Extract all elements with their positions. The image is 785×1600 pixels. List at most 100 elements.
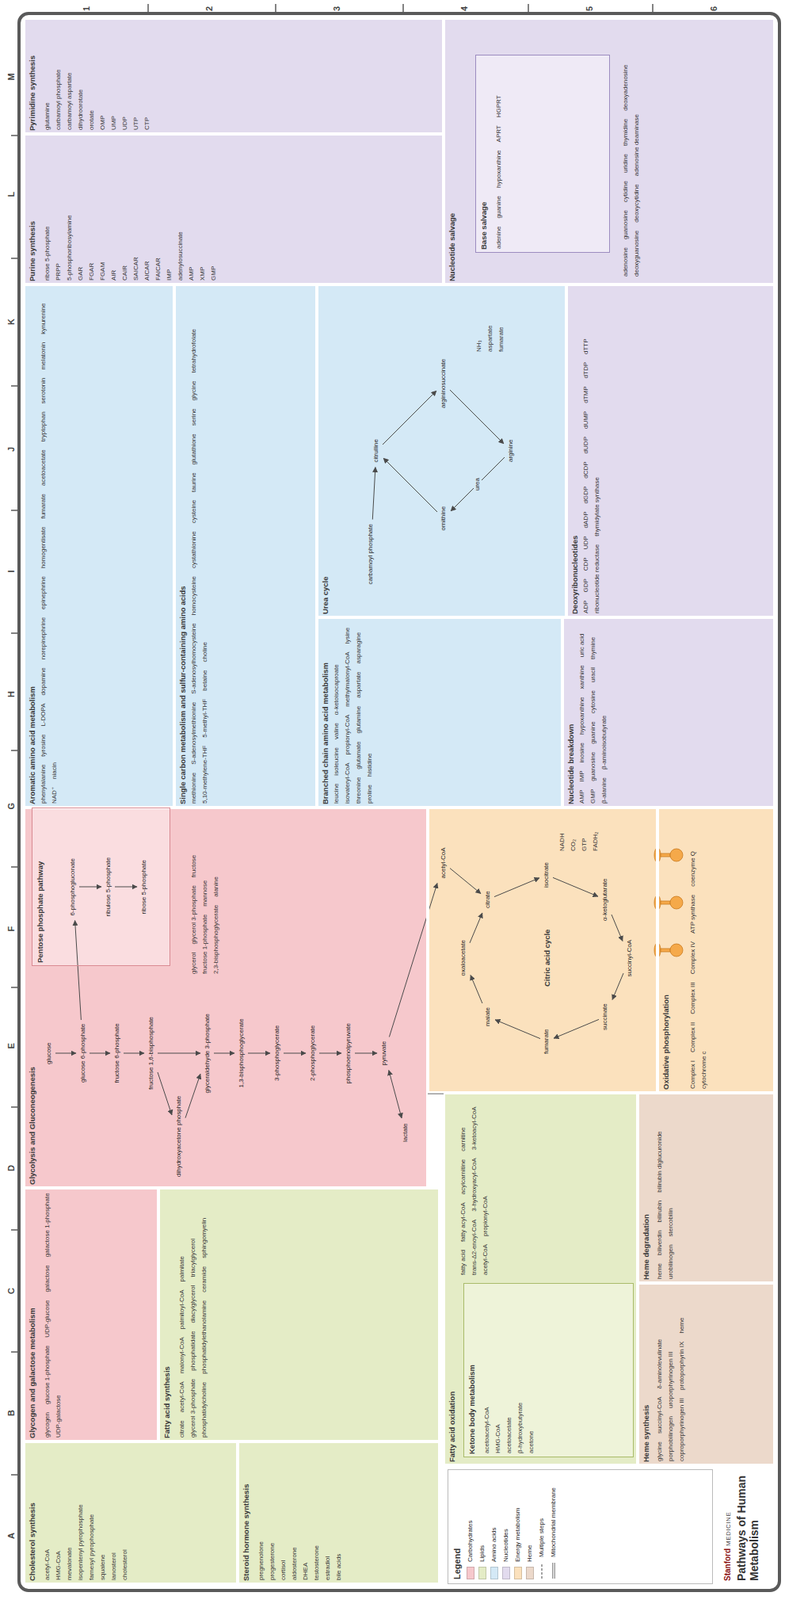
grid-reference: 1 [81,6,92,12]
metabolite-label: homocysteine [190,575,199,615]
grid-reference: M [6,72,16,81]
panel-fill [23,1440,238,1584]
metabolite-label: HGPRT [495,95,504,118]
grid-reference: 5 [584,6,595,12]
label-group: glycogenglucose 1-phosphateUDP-glucosega… [43,1191,155,1437]
metabolite-label: 5-phosphoribosylamine [65,214,74,281]
metabolite-label: testosterone [312,1544,321,1580]
metabolite-node: ribose 5-phosphate [139,857,149,917]
metabolite-node: 2-phosphoglycerate [308,1022,318,1083]
metabolite-label: thymine [589,636,598,660]
metabolite-label: AMP [578,789,587,804]
legend-text: Energy metabolism [514,1507,523,1562]
metabolite-name: malate [483,1006,492,1026]
metabolite-node: succinyl-CoA [624,937,635,980]
metabolite-label: CAIR [121,265,130,281]
metabolite-label: adenosine [621,247,630,277]
legend-text: Nucleotides [502,1528,511,1562]
metabolite-name: oxaloacetate [459,939,468,976]
legend-swatch [514,1566,523,1579]
pathway-panel: Purine synthesis [23,133,444,285]
metabolite-label: FGAM [99,262,107,281]
reaction-arrow [382,390,437,445]
metabolite-node: fumarate [541,1025,552,1056]
metabolite-node: pyruvate [379,1038,389,1068]
metabolite-label: thymidylate synthase [593,476,602,537]
legend-row: Nucleotides [502,1473,511,1579]
metabolite-label: ATP synthase [689,894,698,934]
panel-fills [23,18,775,1584]
metabolite-label: β-hydroxybutyrate [516,1402,525,1453]
metabolite-label: homogentisate [39,526,48,568]
membrane-outer [427,807,775,1093]
metabolite-label: propionyl-CoA [481,1195,490,1236]
reaction-arrow [123,1052,145,1054]
grid-reference: C [6,1287,16,1294]
label-group: acetoacetyl-CoAHMG-CoAacetoacetateβ-hydr… [483,1286,630,1453]
metabolite-label: GTP [580,838,589,851]
metabolite-name: ornithine [439,506,448,531]
legend-swatch [525,1566,534,1579]
metabolite-node: ornithine [438,503,449,534]
reaction-arrow [611,914,623,941]
legend-text: Heme [525,1544,534,1562]
metabolite-label: heme [655,1262,664,1279]
legend-text: Carbohydrates [466,1520,475,1562]
metabolite-node: fructose 6-phosphate [112,1020,122,1085]
reaction-arrow [494,877,540,897]
metabolite-label: GDP [582,578,591,592]
metabolite-label: valine [332,722,341,740]
metabolite-label: uridine [621,153,630,173]
reaction-arrow [450,457,505,511]
atp-synthase-f0 [654,942,661,957]
metabolite-label: xanthine [578,664,587,689]
grid-tick [11,257,18,260]
metabolite-label: tryptophan [39,411,48,442]
metabolite-label: L-DOPA [39,702,48,726]
grid-tick [11,134,18,137]
metabolite-label: inosine [578,742,587,763]
grid-tick [11,509,18,511]
label-group: ribose 5-phosphatePRPP5-phosphoribosylam… [43,137,440,281]
metabolite-label: aspartate [486,325,495,352]
metabolite-label: serine [190,407,199,426]
reaction-arrow [552,876,599,896]
metabolite-name: acetyl-CoA [439,846,448,878]
metabolite-label: acetyl-CoA [178,1380,187,1412]
metabolite-label: Complex I [689,1059,698,1089]
legend-text: Multiple steps [537,1517,546,1557]
metabolite-name: fructose 1,6-bisphosphate [147,1016,156,1090]
metabolite-label: sphingomyelin [200,1217,209,1258]
metabolite-label: dTDP [582,362,591,378]
metabolite-label: lysine [343,627,352,644]
metabolite-node: argininosuccinate [438,356,449,411]
metabolite-node: arginine [506,437,516,465]
panel-title: Nucleotide salvage [445,209,459,285]
metabolite-label: dUDP [582,436,591,454]
metabolite-label: carnitine [459,1126,468,1151]
panel-fill [443,1092,638,1465]
panel-title: Heme degradation [639,1210,653,1283]
label-group: citrateacetyl-CoAmalonyl-CoApalmitoyl-Co… [178,1191,436,1437]
poster-frame [19,13,780,1590]
metabolite-label: DHEA [301,1562,310,1580]
panel-fill [316,284,567,618]
metabolite-label: 5-methyl-THF [201,698,210,738]
panel-title: Ketone body metabolism [464,1360,479,1457]
metabolite-name: argininosuccinate [439,358,448,408]
metabolite-name: α-ketoglutarate [601,877,610,921]
atp-synthase-stalk [660,900,671,904]
label-group: NH₃aspartatefumarate [475,288,559,352]
metabolite-name: lactate [401,1122,410,1142]
reaction-arrow [247,1052,271,1054]
panel-title: Glycolysis and Gluconeogenesis [25,1063,39,1188]
metabolite-label: AIR [110,270,119,281]
panel-fill [31,807,171,966]
metabolite-name: 2-phosphoglycerate [308,1025,317,1081]
legend-row: Amino acids [490,1473,499,1579]
metabolite-label: heme [678,1317,686,1334]
metabolite-label: niacin [50,762,59,779]
membrane-sample-core [552,1562,554,1578]
grid-reference: F [6,925,16,932]
grid-reference: B [6,1409,16,1416]
